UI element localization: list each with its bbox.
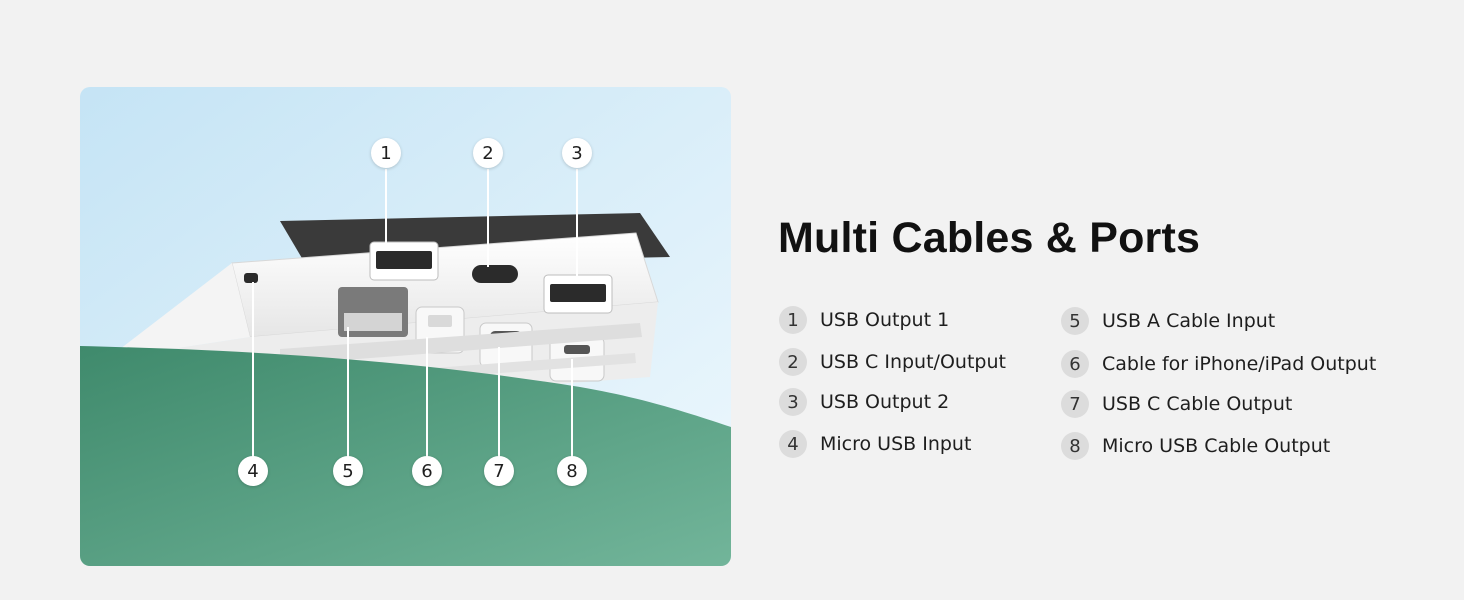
legend-number-badge: 6	[1061, 350, 1089, 378]
legend-item-1: 1 USB Output 1	[779, 306, 949, 334]
product-photo: 1 2 3 4 5 6 7 8	[80, 87, 731, 566]
legend-label: Cable for iPhone/iPad Output	[1102, 353, 1377, 375]
legend-number-badge: 3	[779, 388, 807, 416]
legend-number-badge: 1	[779, 306, 807, 334]
legend-item-8: 8 Micro USB Cable Output	[1061, 432, 1330, 460]
legend-number-badge: 8	[1061, 432, 1089, 460]
callout-marker-8: 8	[557, 456, 587, 486]
legend-label: USB A Cable Input	[1102, 310, 1276, 332]
callout-marker-5: 5	[333, 456, 363, 486]
legend-number-badge: 2	[779, 348, 807, 376]
callout-marker-2: 2	[473, 138, 503, 168]
callout-marker-4: 4	[238, 456, 268, 486]
legend-item-2: 2 USB C Input/Output	[779, 348, 1006, 376]
section-title: Multi Cables & Ports	[778, 214, 1201, 262]
power-bank-illustration	[80, 87, 731, 566]
legend-number-badge: 7	[1061, 390, 1089, 418]
legend-label: USB Output 2	[820, 391, 950, 413]
legend-label: USB C Cable Output	[1102, 393, 1293, 415]
legend-number-badge: 4	[779, 430, 807, 458]
legend-label: Micro USB Cable Output	[1102, 435, 1331, 457]
legend-item-4: 4 Micro USB Input	[779, 430, 971, 458]
legend-label: USB Output 1	[820, 309, 950, 331]
callout-marker-6: 6	[412, 456, 442, 486]
green-surface	[80, 346, 731, 566]
callout-leader-lines	[252, 169, 578, 457]
legend-item-6: 6 Cable for iPhone/iPad Output	[1061, 350, 1376, 378]
legend-item-5: 5 USB A Cable Input	[1061, 307, 1275, 335]
legend-item-3: 3 USB Output 2	[779, 388, 949, 416]
legend-item-7: 7 USB C Cable Output	[1061, 390, 1292, 418]
callout-marker-7: 7	[484, 456, 514, 486]
legend-label: USB C Input/Output	[820, 351, 1006, 373]
callout-marker-1: 1	[371, 138, 401, 168]
legend-label: Micro USB Input	[820, 433, 972, 455]
legend-number-badge: 5	[1061, 307, 1089, 335]
callout-marker-3: 3	[562, 138, 592, 168]
